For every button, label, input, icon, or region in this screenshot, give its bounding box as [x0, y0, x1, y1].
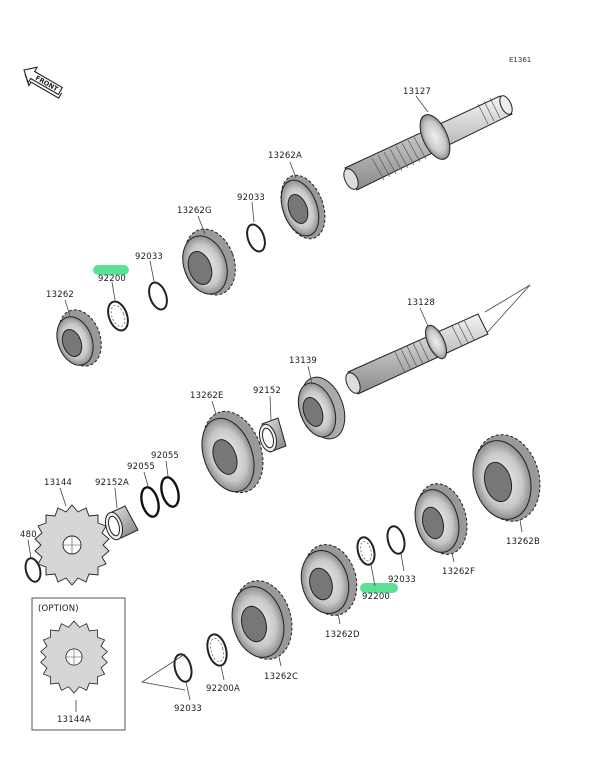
part-92033-circlip[interactable] [172, 652, 195, 683]
part-92055-oring[interactable] [158, 475, 181, 508]
label-13128[interactable]: 13128 [407, 298, 435, 308]
part-480-circlip[interactable] [23, 557, 43, 584]
label-92200-lower[interactable]: 92200 [362, 592, 390, 602]
label-92152A[interactable]: 92152A [95, 478, 129, 488]
part-13139-gear[interactable] [291, 371, 352, 445]
part-13128-shaft[interactable] [343, 313, 489, 396]
front-arrow-icon: FRONT [23, 66, 64, 99]
highlight-92200 [360, 583, 398, 593]
part-92200A-washer[interactable] [204, 632, 230, 668]
label-92200A[interactable]: 92200A [206, 684, 240, 694]
reference-code: E1361 [509, 56, 531, 64]
part-13144A-sprocket[interactable] [40, 620, 108, 694]
label-13262G[interactable]: 13262G [177, 206, 212, 216]
part-13262G-gear[interactable] [175, 222, 244, 302]
part-92033-circlip[interactable] [146, 280, 171, 312]
part-92152A-collar[interactable] [103, 505, 139, 542]
label-480[interactable]: 480 [20, 530, 37, 540]
label-92055-upper[interactable]: 92055 [151, 451, 179, 461]
label-92055-lower[interactable]: 92055 [127, 462, 155, 472]
part-13262B-gear[interactable] [465, 427, 550, 529]
label-13262A[interactable]: 13262A [268, 151, 302, 161]
label-13262F[interactable]: 13262F [442, 567, 475, 577]
highlight-92200 [93, 265, 129, 275]
axis-guide-left [140, 653, 186, 691]
label-13262E[interactable]: 13262E [190, 391, 224, 401]
label-92033-second[interactable]: 92033 [135, 252, 163, 262]
label-92200-top[interactable]: 92200 [98, 274, 126, 284]
part-13127-shaft[interactable] [341, 94, 515, 192]
part-13144-sprocket[interactable] [34, 504, 110, 586]
label-92152[interactable]: 92152 [253, 386, 281, 396]
part-13262A-gear[interactable] [273, 169, 333, 245]
part-13262-gear[interactable] [50, 304, 108, 372]
part-92033-circlip[interactable] [244, 222, 269, 254]
part-92033-circlip[interactable] [385, 524, 408, 555]
part-92055-oring[interactable] [138, 485, 161, 518]
label-92033-lower[interactable]: 92033 [388, 575, 416, 585]
part-13262E-gear[interactable] [192, 403, 273, 501]
label-92033-bottom[interactable]: 92033 [174, 704, 202, 714]
label-13262D[interactable]: 13262D [325, 630, 360, 640]
label-13262[interactable]: 13262 [46, 290, 74, 300]
label-13144[interactable]: 13144 [44, 478, 72, 488]
label-13144A[interactable]: 13144A [57, 715, 91, 725]
axis-guide-right [484, 284, 531, 336]
label-13139[interactable]: 13139 [289, 356, 317, 366]
label-13262B[interactable]: 13262B [506, 537, 540, 547]
part-13262F-gear[interactable] [408, 478, 474, 560]
part-13262D-gear[interactable] [295, 538, 365, 621]
label-13262C[interactable]: 13262C [264, 672, 298, 682]
part-92200-washer[interactable] [355, 535, 378, 566]
option-label: (OPTION) [38, 604, 79, 614]
part-13262C-gear[interactable] [225, 574, 301, 666]
label-92033-top[interactable]: 92033 [237, 193, 265, 203]
part-92200-washer[interactable] [104, 299, 131, 333]
label-13127[interactable]: 13127 [403, 87, 431, 97]
part-92152-bushing[interactable] [257, 417, 287, 454]
option-box: (OPTION) [31, 597, 126, 731]
